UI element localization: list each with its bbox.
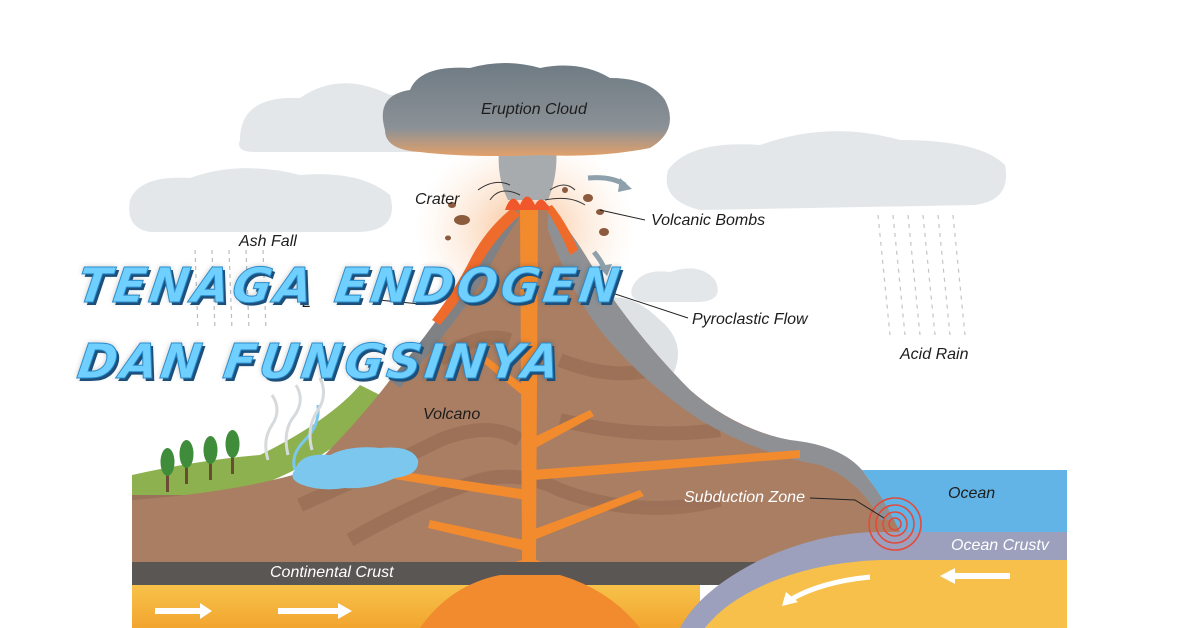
mantle-arrows [155, 568, 1010, 619]
cloud-ash-fall [129, 168, 392, 232]
cloud-right [666, 131, 1007, 210]
lake [292, 447, 419, 490]
arrow-left-icon [940, 568, 1010, 584]
grass-hill [132, 385, 390, 495]
label-volcanic-bombs: Volcanic Bombs [651, 212, 766, 229]
eruption-cloud [382, 63, 670, 156]
magma-plume [420, 575, 640, 628]
continental-crust-band [132, 562, 760, 585]
arrow-curve-head [782, 592, 798, 606]
volcanic-bombs [445, 187, 609, 241]
stream [292, 404, 320, 471]
label-volcano: Volcano [423, 406, 481, 423]
label-acid-rain: Acid Rain [900, 346, 969, 363]
label-pyroclastic-flow: Pyroclastic Flow [692, 311, 808, 328]
arrow-curve-icon [788, 574, 871, 603]
trees [160, 430, 240, 492]
label-continental-crust: Continental Crust [270, 564, 394, 581]
ocean-crust [680, 532, 1067, 628]
label-crater: Crater [415, 191, 460, 208]
tree-icon [160, 448, 175, 492]
ash-fall-streaks [194, 249, 267, 331]
tree-icon [225, 430, 240, 474]
earthquake-rings [868, 497, 922, 551]
label-ocean: Ocean [948, 485, 996, 502]
arrow-right-icon [155, 603, 212, 619]
label-ash-fall: Ash Fall [239, 233, 297, 250]
title-line-2: DAN FUNGSINYA [74, 334, 567, 391]
title-line-1: TENAGA ENDOGEN [74, 258, 627, 315]
pyroclastic-arrow-head [618, 178, 632, 192]
pyroclastic-arrow-head [598, 264, 612, 276]
arrow-right-icon [278, 603, 352, 619]
ejection-lines [477, 181, 586, 206]
label-lava-partial: L [302, 294, 311, 311]
tree-icon [203, 436, 218, 480]
crater-lava [505, 196, 550, 210]
acid-rain-streaks [877, 214, 966, 336]
leader-lines [377, 209, 885, 519]
cloud-small-right [631, 268, 718, 302]
steam-vents [264, 377, 325, 461]
label-ocean-crust: Ocean Crustv [951, 537, 1049, 554]
label-subduction-zone: Subduction Zone [684, 489, 805, 506]
lava-flow-right [545, 205, 578, 255]
lava-flow-left [432, 208, 520, 325]
tree-icon [179, 440, 194, 484]
pyroclastic-slope [548, 205, 895, 520]
label-eruption-cloud: Eruption Cloud [481, 101, 587, 118]
